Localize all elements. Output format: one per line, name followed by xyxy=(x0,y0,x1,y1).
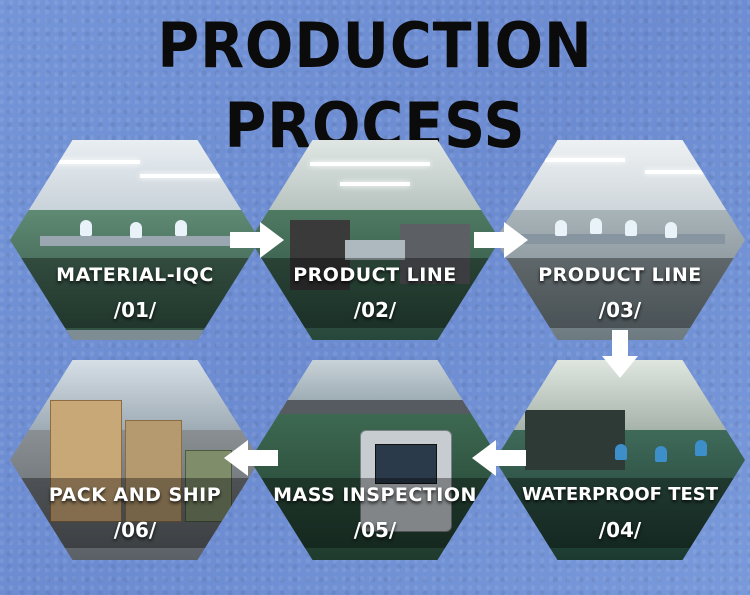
step-number: /05/ xyxy=(353,518,397,542)
step-name: MATERIAL-IQC xyxy=(56,264,214,286)
step-product-line-2: PRODUCT LINE /03/ xyxy=(495,140,745,340)
step-mass-inspection: MASS INSPECTION /05/ xyxy=(250,360,500,560)
page-title: PRODUCTION PROCESS xyxy=(157,9,593,162)
step-product-line-1: PRODUCT LINE /02/ xyxy=(250,140,500,340)
arrow-left-icon xyxy=(224,440,278,476)
step-number: /03/ xyxy=(598,298,642,322)
step-name: PRODUCT LINE xyxy=(538,264,702,286)
arrow-down-icon xyxy=(602,330,638,378)
step-waterproof-test: WATERPROOF TEST /04/ xyxy=(495,360,745,560)
step-number: /04/ xyxy=(598,518,642,542)
step-name: WATERPROOF TEST xyxy=(521,484,719,505)
step-name: MASS INSPECTION xyxy=(273,484,477,506)
step-name: PRODUCT LINE xyxy=(293,264,457,286)
step-number: /06/ xyxy=(113,518,157,542)
arrow-right-icon xyxy=(474,222,528,258)
arrow-left-icon xyxy=(472,440,526,476)
step-number: /01/ xyxy=(113,298,157,322)
step-name: PACK AND SHIP xyxy=(48,484,222,506)
step-material-iqc: MATERIAL-IQC /01/ xyxy=(10,140,260,340)
step-number: /02/ xyxy=(353,298,397,322)
arrow-right-icon xyxy=(230,222,284,258)
